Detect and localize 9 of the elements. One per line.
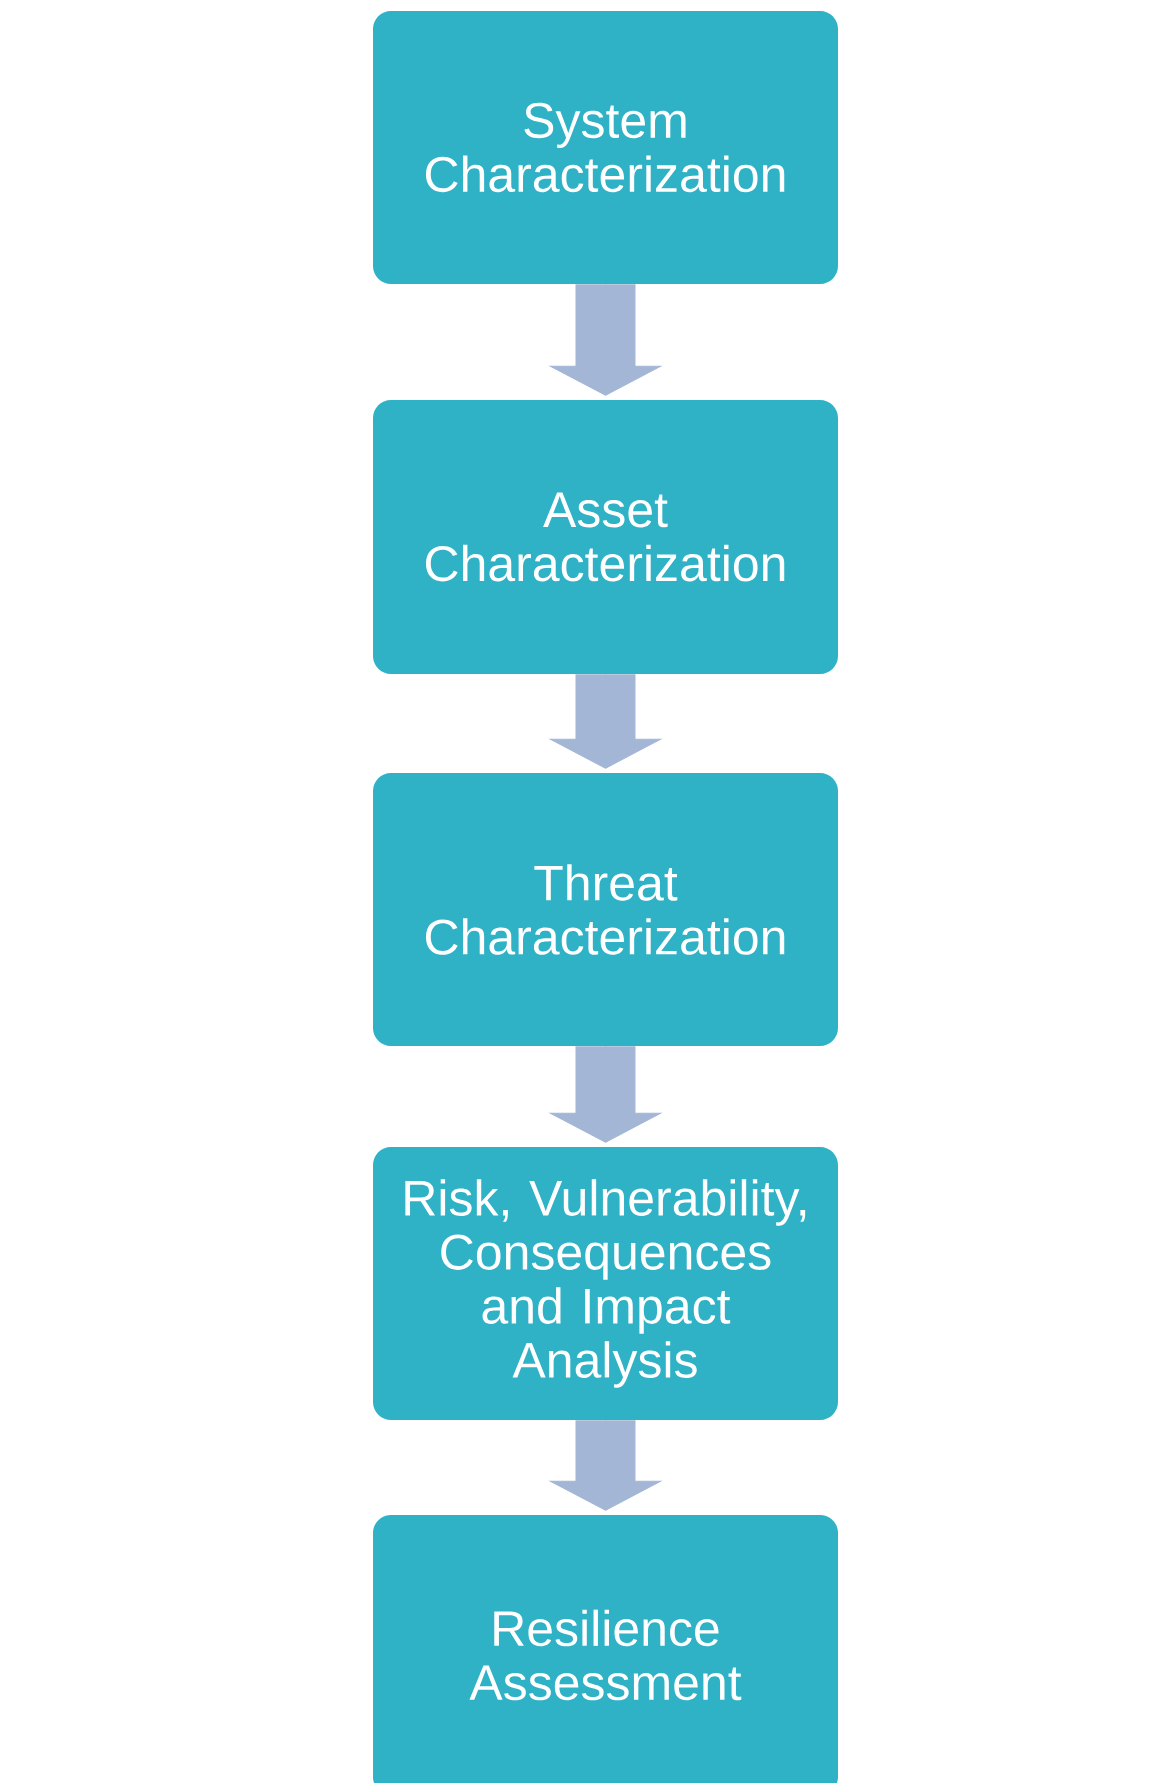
process-box: Threat Characterization <box>373 773 838 1046</box>
process-box: Resilience Assessment <box>373 1515 838 1783</box>
process-box: System Characterization <box>373 11 838 284</box>
arrow <box>549 283 662 396</box>
arrow <box>549 1419 662 1511</box>
process-box: Asset Characterization <box>373 400 838 674</box>
arrow <box>549 673 662 769</box>
arrow <box>549 1045 662 1143</box>
process-box: Risk, Vulnerability, Consequences and Impact Analysis <box>373 1147 838 1420</box>
